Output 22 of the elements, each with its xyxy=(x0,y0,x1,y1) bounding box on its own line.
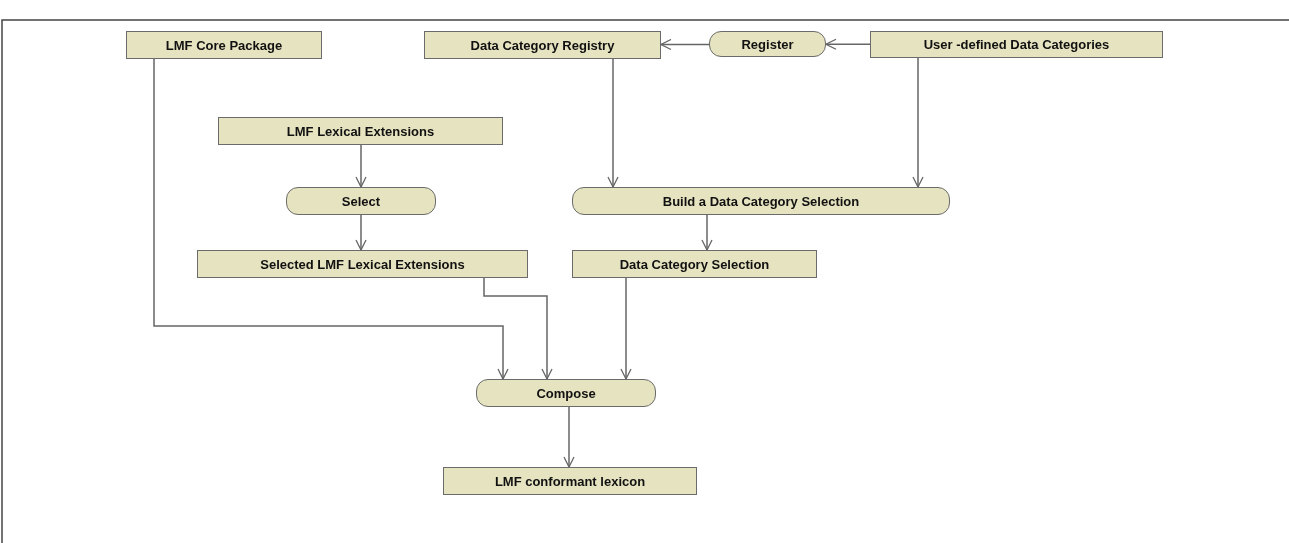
object-box: LMF Lexical Extensions xyxy=(218,117,503,145)
activity-node: Select xyxy=(286,187,436,215)
object-box: LMF Core Package xyxy=(126,31,322,59)
arrow xyxy=(563,406,575,468)
arrow xyxy=(355,144,367,188)
activity-node: Register xyxy=(709,31,826,57)
object-box: User -defined Data Categories xyxy=(870,31,1163,58)
object-box: LMF conformant lexicon xyxy=(443,467,697,495)
arrow xyxy=(620,277,632,380)
activity-node: Build a Data Category Selection xyxy=(572,187,950,215)
arrow xyxy=(660,38,710,51)
arrow xyxy=(825,38,871,50)
arrow xyxy=(355,214,367,251)
object-box: Selected LMF Lexical Extensions xyxy=(197,250,528,278)
object-box: Data Category Selection xyxy=(572,250,817,278)
arrow xyxy=(483,277,553,380)
activity-node: Compose xyxy=(476,379,656,407)
arrow xyxy=(153,58,509,380)
arrow xyxy=(607,58,619,188)
object-box: Data Category Registry xyxy=(424,31,661,59)
arrow xyxy=(701,214,713,251)
arrow xyxy=(912,57,924,188)
